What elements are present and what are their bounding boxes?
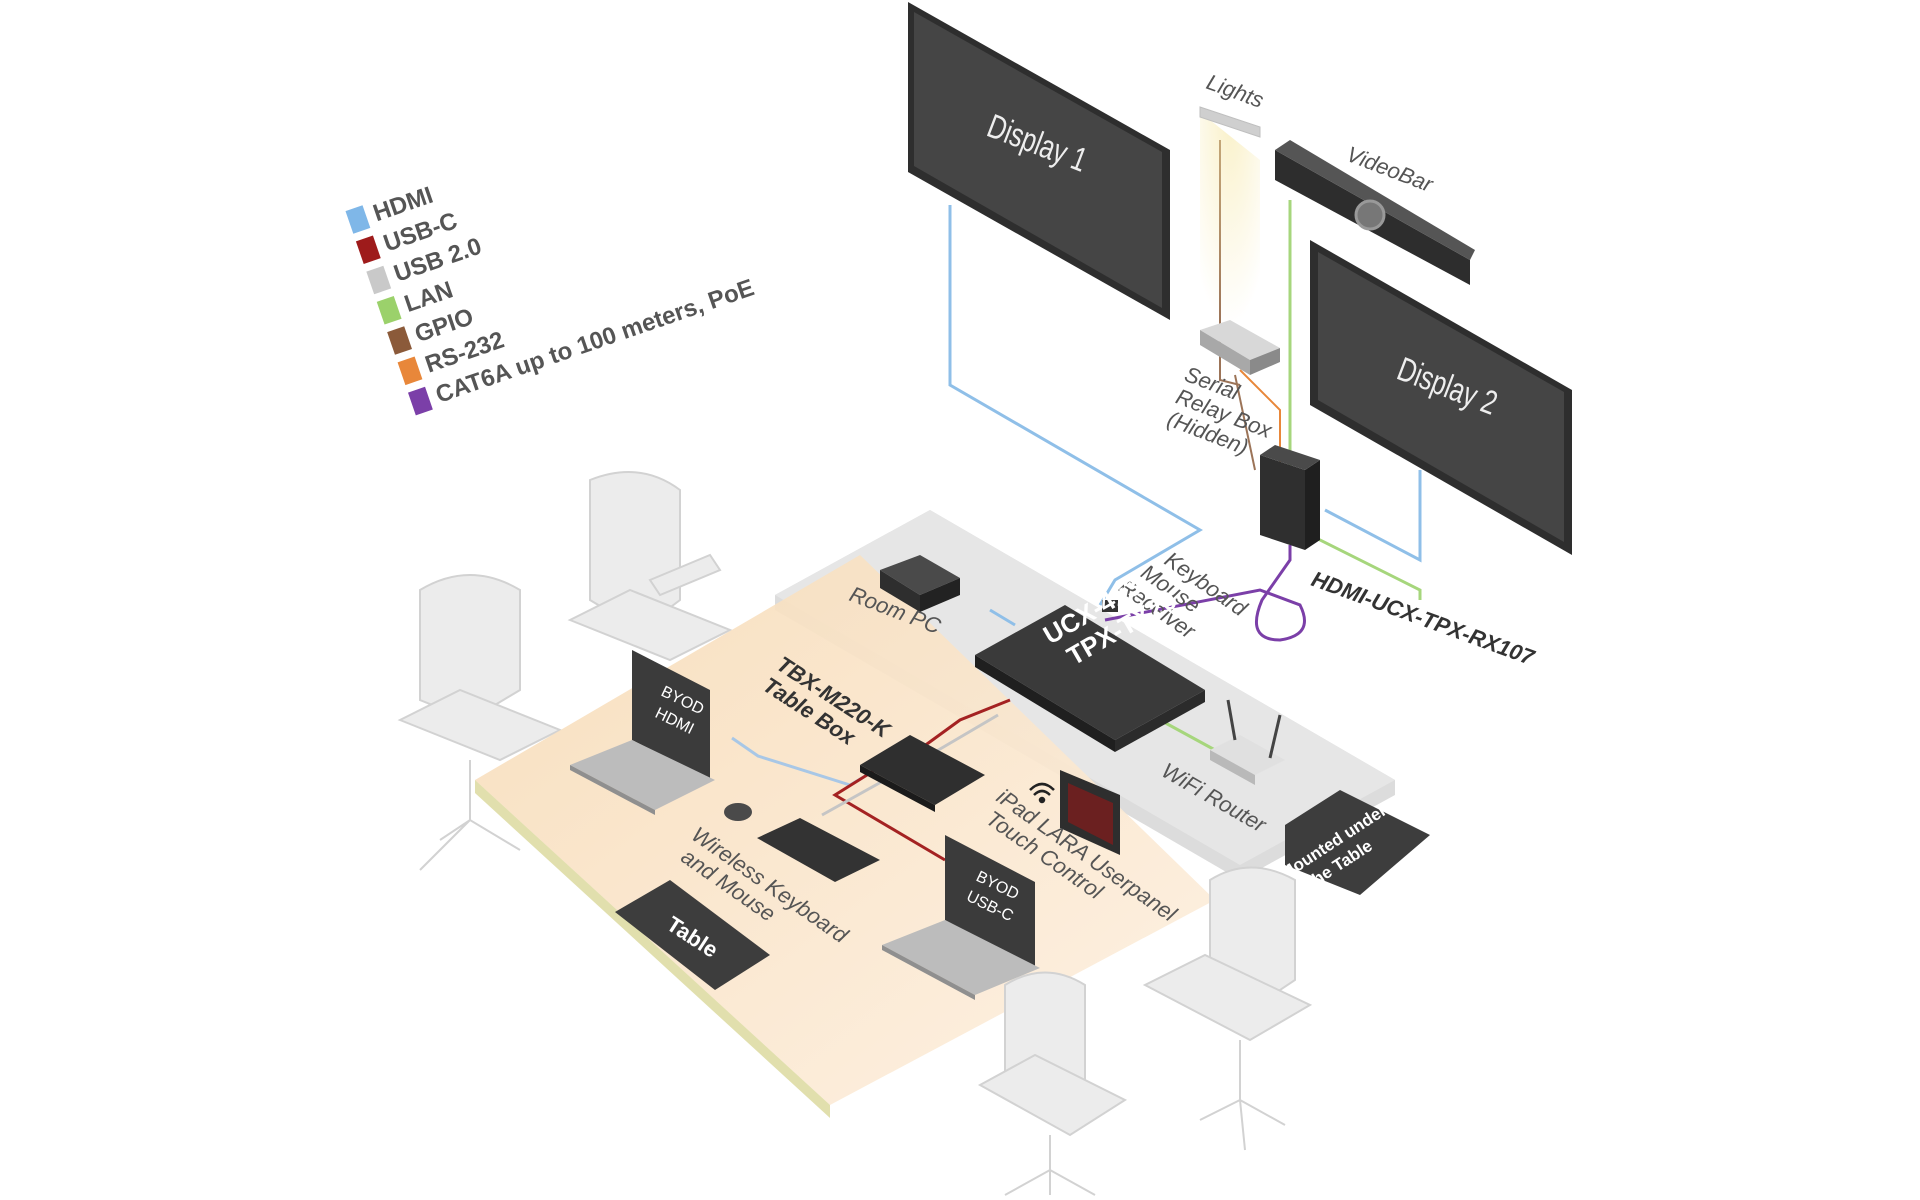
cables: [731, 140, 1422, 862]
cable-lan-router: [1159, 718, 1216, 752]
legend-swatch-lan: [376, 295, 402, 325]
cable-gpio-relay: [1234, 374, 1256, 471]
serial-relay-box: Serial Relay Box (Hidden): [1164, 320, 1280, 460]
laptop-byod-hdmi: BYOD HDMI: [570, 650, 715, 815]
legend-swatch-gpio: [387, 326, 412, 355]
chair-front-right: [1142, 866, 1313, 1151]
receiver-label: HDMI-UCX-TPX-RX107: [1308, 566, 1539, 670]
cable-hdmi-pc: [989, 608, 1016, 627]
legend-swatch-cat6a: [407, 386, 433, 416]
wifi-icon: [1029, 782, 1055, 804]
cable-lan-videobar: [1288, 200, 1422, 600]
cable-hdmi-display1: [948, 205, 1203, 606]
ucx-switcher: UCX-4x3 TPX-TX20: [975, 571, 1205, 752]
cable-usbc-byod: [832, 768, 946, 862]
legend-swatch-hdmi: [345, 205, 371, 234]
laptop-byod-usbc: BYOD USB-C: [882, 835, 1040, 1000]
chair-front-left: [977, 971, 1128, 1196]
cable-hdmi-display2: [1324, 470, 1422, 563]
table-badge: Table: [615, 880, 770, 990]
display-1: Display 1: [908, 2, 1170, 320]
legend-swatch-rs232: [397, 356, 423, 386]
display-2: Display 2: [1310, 240, 1572, 555]
lights-label: Lights: [1203, 69, 1267, 113]
cable-cat6a: [1104, 545, 1306, 642]
keyboard-icon: [757, 818, 880, 882]
legend: HDMI USB-C USB 2.0 LAN GPIO RS-232 CAT6A…: [345, 182, 758, 416]
videobar: VideoBar: [1275, 140, 1475, 285]
room-pc: Room PC: [846, 555, 960, 639]
legend-swatch-usb2: [366, 265, 392, 295]
chair-back-left: [397, 574, 563, 871]
camera-icon: [1354, 199, 1386, 231]
chair-back-middle: [567, 471, 733, 662]
mouse-icon: [724, 803, 752, 821]
legend-swatch-usbc: [355, 235, 381, 265]
